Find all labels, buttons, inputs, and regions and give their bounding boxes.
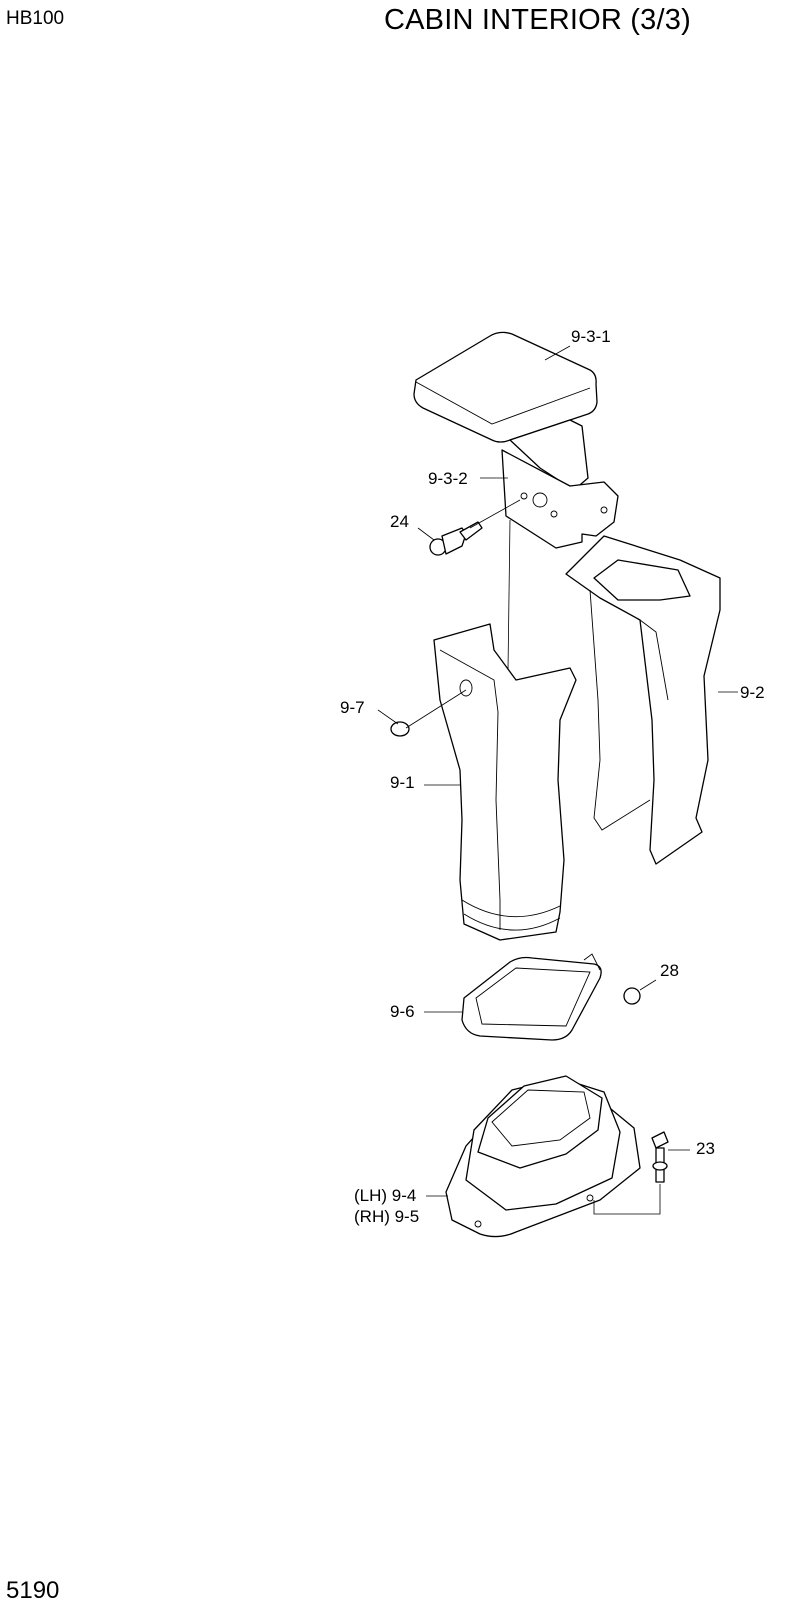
- leader-23: [593, 1149, 690, 1215]
- part-ring-plate: [461, 953, 602, 1041]
- leader-9-7: [377, 689, 467, 729]
- part-bracket: [501, 449, 619, 549]
- callout-28: 28: [660, 961, 679, 980]
- part-bolt-23: [651, 1131, 669, 1183]
- part-armrest-pad: [413, 331, 598, 491]
- callout-23: 23: [696, 1139, 715, 1158]
- callout-24: 24: [390, 512, 409, 531]
- part-plug: [390, 721, 410, 737]
- part-boot: [445, 1075, 641, 1238]
- part-front-cover: [433, 623, 577, 941]
- model-code: HB100: [6, 8, 65, 29]
- callout-9-4: (LH) 9-4: [354, 1186, 416, 1205]
- callout-9-3-1: 9-3-1: [571, 327, 611, 346]
- page-number: 5190: [6, 1577, 60, 1604]
- callout-9-6: 9-6: [390, 1002, 415, 1021]
- part-nut-28: [623, 987, 641, 1005]
- page-title: CABIN INTERIOR (3/3): [384, 4, 691, 36]
- callout-9-3-2: 9-3-2: [428, 469, 468, 488]
- leader-28: [639, 979, 657, 991]
- part-rear-cover: [565, 535, 721, 865]
- leader-24: [417, 499, 521, 541]
- part-bolt-24: [429, 521, 483, 556]
- callout-9-1: 9-1: [390, 773, 415, 792]
- callout-9-7: 9-7: [340, 698, 365, 717]
- callout-9-5: (RH) 9-5: [354, 1207, 419, 1226]
- callout-9-2: 9-2: [740, 683, 765, 702]
- leader-axis: [507, 519, 511, 671]
- leader-9-3-1: [544, 345, 571, 361]
